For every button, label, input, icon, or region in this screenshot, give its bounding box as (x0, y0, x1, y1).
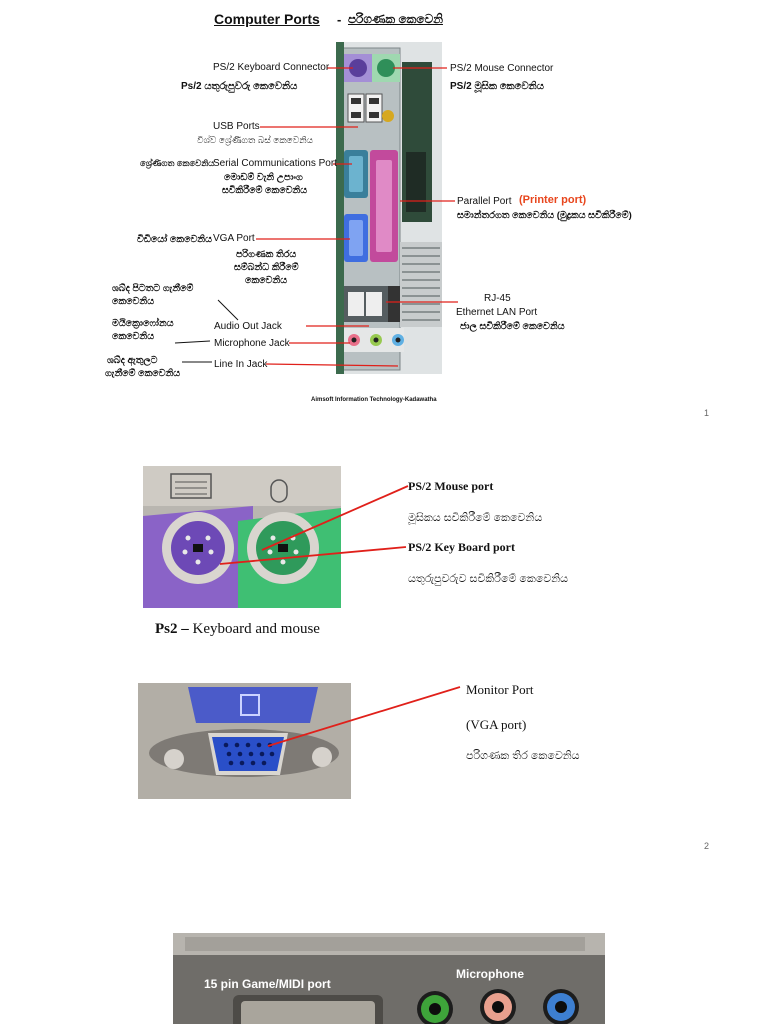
label-microphone: Microphone (456, 967, 524, 981)
label-monitor-port: Monitor Port (466, 682, 534, 697)
vga-port-photo (138, 683, 351, 799)
label-parallel: Parallel Port (457, 196, 512, 207)
ps2-caption-rest: Keyboard and mouse (188, 621, 320, 637)
label-ps2-keyboard-si: Ps/2 යතුරුපුවරු කෙවෙනිය (181, 81, 298, 92)
label-ps2-keyboard-port-si: යතුරුපුවරුව සවිකිරීමේ කෙවෙනිය (408, 573, 569, 585)
label-ps2-mouse-port: PS/2 Mouse port (408, 479, 494, 493)
label-serial: Serial Communications Port (213, 158, 337, 169)
label-audio-out: Audio Out Jack (214, 321, 282, 332)
label-usb: USB Ports (213, 121, 260, 132)
label-serial-si-1: මොඩම් වැනි උපාංග (224, 172, 303, 183)
label-serial-si-left: ශ්‍රේණිගත කෙවෙනිය (140, 158, 215, 168)
label-audio-si-1: ශබ්ද පිටතට ගැනීමේ (112, 283, 194, 294)
label-vga-si-3: කෙවෙනිය (245, 275, 288, 286)
label-ps2-mouse-si: PS/2 මූසික කෙවෙනිය (450, 81, 544, 92)
label-line-si-2: ගැනීමේ කෙවෙනිය (105, 368, 181, 379)
slide1-footer: Aimsoft Information Technology-Kadawatha (311, 397, 437, 403)
label-vga-port: (VGA port) (466, 717, 527, 732)
ps2-caption-bold: Ps2 – (155, 621, 189, 637)
label-mic-si-1: මයික්‍රොෆෝනය (112, 318, 174, 329)
label-usb-si: විශ්ව ශ්‍රේණිගත බස් කෙවෙනිය (197, 135, 314, 145)
label-vga: VGA Port (213, 233, 255, 244)
label-parallel-si: සමාන්තරගත කෙවෙනිය (මුද්‍රකය සවිකිරීමේ) (457, 210, 632, 221)
label-parallel-note: (Printer port) (519, 194, 587, 206)
ps2-caption: Ps2 – Keyboard and mouse (155, 621, 320, 638)
slide1-title-dash: - (337, 12, 342, 27)
label-audio-si-2: කෙවෙනිය (112, 296, 155, 307)
label-ps2-keyboard-port: PS/2 Key Board port (408, 540, 515, 554)
label-vga-port-si: පරිගණක තිර කෙවෙනිය (466, 750, 580, 762)
label-vga-si-1: පරිගණක තිරය (236, 249, 297, 260)
label-ps2-keyboard: PS/2 Keyboard Connector (213, 62, 330, 73)
slide1-title: Computer Ports (214, 11, 320, 27)
label-ps2-mouse: PS/2 Mouse Connector (450, 63, 554, 74)
page-number-2: 2 (704, 841, 710, 851)
page-number-1: 1 (704, 408, 710, 418)
label-line-si-1: ශබ්ද ඇතුලට (107, 355, 158, 366)
label-game-midi-port: 15 pin Game/MIDI port (204, 977, 331, 991)
label-serial-si-2: සවිකිරීමේ කෙවෙනිය (222, 185, 308, 196)
label-mic: Microphone Jack (214, 338, 290, 349)
label-lan-si: ජාල සවිකිරීමේ කෙවෙනිය (460, 321, 565, 332)
motherboard-panel-image (336, 42, 442, 374)
ps2-ports-photo (143, 466, 341, 608)
label-lan: Ethernet LAN Port (456, 307, 538, 318)
label-vga-si-2: සම්බන්ධ කිරීමේ (234, 262, 299, 273)
label-rj45: RJ-45 (484, 293, 511, 304)
label-ps2-mouse-port-si: මූසිකය සවිකිරීමේ කෙවෙනිය (408, 512, 543, 524)
sound-card-photo (173, 933, 605, 1024)
label-vga-si-left: විඩියෝ කෙවෙනිය (137, 234, 212, 245)
slide1-title-sinhala: පරිගණක කෙවෙනි (348, 12, 443, 26)
label-line-in: Line In Jack (214, 359, 268, 370)
label-mic-si-2: කෙවෙනිය (112, 331, 155, 342)
